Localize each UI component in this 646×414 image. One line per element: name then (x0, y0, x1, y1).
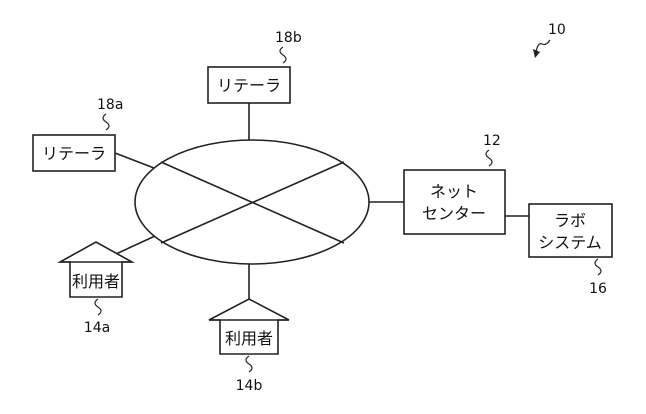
user-14a-ref: 14a (84, 320, 110, 336)
net-center-12: ネット センター 12 (404, 133, 505, 234)
repeater-18a-ref: 18a (97, 97, 123, 113)
connector-user-14a (116, 236, 155, 254)
user-14b: 利用者 14b (209, 299, 289, 394)
lab-system-16: ラボ システム 16 (529, 204, 612, 297)
net-center-label-line2: センター (422, 204, 486, 223)
lab-system-ref: 16 (589, 281, 607, 297)
net-center-leader (486, 150, 492, 166)
user-14b-label: 利用者 (225, 329, 273, 348)
user-14a: 利用者 14a (60, 242, 132, 336)
system-ref-10: 10 (533, 22, 566, 58)
net-center-ref: 12 (483, 133, 501, 149)
network-cloud (135, 140, 369, 264)
repeater-18b-leader (280, 47, 286, 63)
connector-repeater-18a (115, 153, 154, 168)
user-14a-label: 利用者 (72, 272, 120, 291)
repeater-18a: リテーラ 18a (33, 97, 123, 171)
user-14a-leader (95, 299, 101, 315)
net-center-box (404, 170, 505, 234)
repeater-18a-leader (103, 114, 109, 130)
lab-system-label-line2: システム (538, 233, 602, 252)
repeater-18b-label: リテーラ (217, 76, 281, 95)
lab-system-label-line1: ラボ (554, 211, 586, 230)
repeater-18b: リテーラ 18b (208, 30, 302, 103)
repeater-18b-ref: 18b (275, 30, 302, 46)
system-ref-label: 10 (548, 22, 566, 38)
net-center-label-line1: ネット (430, 182, 478, 201)
user-14b-leader (246, 356, 252, 372)
repeater-18a-label: リテーラ (42, 144, 106, 163)
lab-system-leader (595, 259, 601, 275)
system-ref-leader (536, 40, 550, 52)
user-14b-ref: 14b (236, 378, 263, 394)
